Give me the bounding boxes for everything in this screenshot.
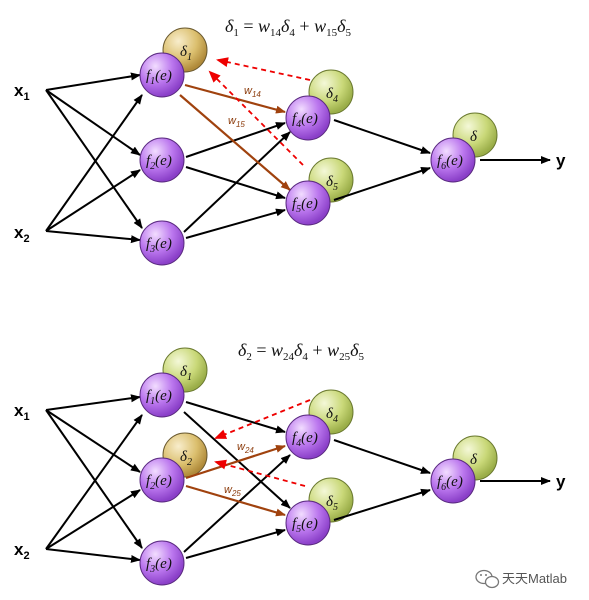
svg-text:f2(e): f2(e) (146, 473, 172, 492)
svg-text:δ: δ (470, 452, 478, 468)
svg-text:δ5: δ5 (326, 174, 338, 193)
error-arrows-1 (208, 57, 311, 166)
neuron-f5: f5(e) (285, 180, 331, 226)
neuron-f3: f3(e) (139, 220, 185, 266)
svg-text:δ4: δ4 (326, 406, 338, 425)
equation-2: δ2 = w24δ4 + w25δ5 (238, 340, 364, 363)
watermark: 天天Matlab (475, 569, 567, 589)
input-x1-label: x1 (14, 81, 30, 103)
wechat-icon (475, 569, 500, 589)
equation-1: δ1 = w14δ4 + w15δ5 (225, 16, 351, 39)
input-x1-label-2: x1 (14, 401, 30, 423)
svg-text:f3(e): f3(e) (146, 556, 172, 575)
input-x2-label: x2 (14, 223, 30, 245)
output-y-label: y (556, 151, 566, 170)
panel-2: δ2 = w24δ4 + w25δ5 x1 x2 δ1 δ2 δ4 δ5 δ (14, 340, 566, 586)
svg-text:δ1: δ1 (180, 364, 192, 383)
neuron-f1-2: f1(e) (139, 372, 185, 418)
error-arrows-2 (214, 399, 311, 487)
panel-1: δ1 = w14δ4 + w15δ5 x1 x2 δ1 δ4 δ5 δ (14, 16, 566, 266)
svg-text:δ1: δ1 (180, 44, 192, 63)
neuron-f4: f4(e) (285, 95, 331, 141)
neuron-f2: f2(e) (139, 137, 185, 183)
weight-arrows-2 (185, 444, 286, 517)
weight-w15-label: w15 (228, 115, 245, 129)
neuron-f6: f6(e) (430, 137, 476, 183)
neuron-f3-2: f3(e) (139, 540, 185, 586)
svg-text:f1(e): f1(e) (146, 68, 172, 87)
neuron-f1: f1(e) (139, 52, 185, 98)
weight-w14-label: w14 (244, 85, 261, 99)
svg-text:f6(e): f6(e) (437, 474, 463, 493)
weight-w25-label: w25 (224, 484, 241, 498)
svg-text:f3(e): f3(e) (146, 236, 172, 255)
svg-text:δ4: δ4 (326, 86, 338, 105)
input-x2-label-2: x2 (14, 540, 30, 562)
svg-text:f2(e): f2(e) (146, 153, 172, 172)
svg-text:f4(e): f4(e) (292, 430, 318, 449)
neuron-f5-2: f5(e) (285, 500, 331, 546)
svg-text:δ2: δ2 (180, 449, 192, 468)
neuron-f2-2: f2(e) (139, 457, 185, 503)
svg-text:δ: δ (470, 129, 478, 145)
forward-connections-1 (45, 72, 551, 244)
svg-text:f1(e): f1(e) (146, 388, 172, 407)
watermark-text: 天天Matlab (502, 571, 567, 586)
svg-text:f6(e): f6(e) (437, 153, 463, 172)
svg-text:f4(e): f4(e) (292, 111, 318, 130)
svg-text:f5(e): f5(e) (292, 516, 318, 535)
svg-text:f5(e): f5(e) (292, 196, 318, 215)
weight-arrows-1 (179, 83, 291, 191)
svg-text:δ5: δ5 (326, 494, 338, 513)
neuron-f4-2: f4(e) (285, 414, 331, 460)
neuron-f6-2: f6(e) (430, 458, 476, 504)
weight-w24-label: w24 (237, 441, 254, 455)
output-y-label-2: y (556, 472, 566, 491)
forward-connections-2 (45, 394, 551, 563)
